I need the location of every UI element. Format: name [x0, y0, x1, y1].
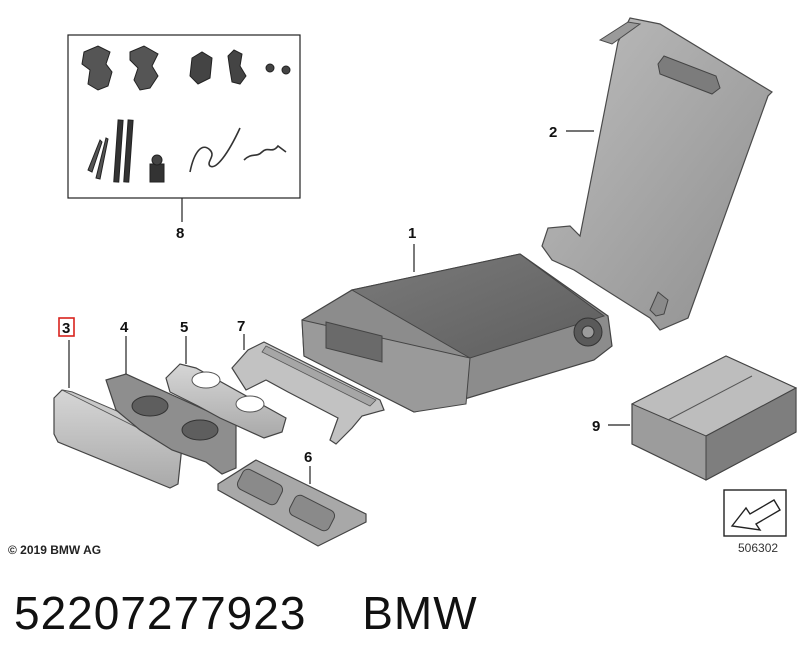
latch-parts [189, 49, 291, 85]
cup-holder-insert: 4 [105, 319, 237, 475]
tray-mat: 6 [217, 449, 367, 547]
copyright: © 2019 BMW AG [8, 543, 101, 557]
part-number: 52207277923 [14, 587, 307, 639]
image-id: 506302 [738, 541, 778, 555]
callout-7: 7 [237, 318, 245, 335]
callout-6: 6 [304, 449, 312, 466]
rivets-and-screws [87, 119, 165, 183]
cup-holder-frame: 5 [165, 319, 287, 439]
footer: 52207277923 BMW [14, 586, 478, 650]
callout-9: 9 [592, 418, 600, 435]
highlight-box [58, 317, 75, 337]
callout-2: 2 [549, 124, 557, 141]
callout-8: 8 [176, 225, 184, 242]
brand-name: BMW [362, 587, 478, 639]
small-parts-kit: 8 [67, 34, 301, 242]
direction-symbol: 506302 [723, 489, 787, 555]
callout-1: 1 [408, 225, 416, 242]
armrest-base: 1 [301, 225, 613, 413]
callout-3: 3 [62, 320, 70, 337]
package-box: 9 [592, 355, 798, 481]
springs [189, 127, 287, 173]
mounting-bracket: 7 [231, 318, 385, 445]
hinge-bracket-left [81, 45, 159, 91]
callout-4: 4 [120, 319, 129, 336]
callout-5: 5 [180, 319, 188, 336]
backrest-cover: 2 [541, 17, 773, 331]
